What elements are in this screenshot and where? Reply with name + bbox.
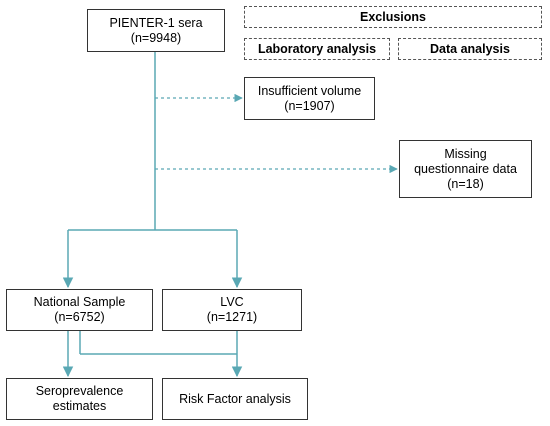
legend-exclusions: Exclusions bbox=[244, 6, 542, 28]
node-insufficient-line1: Insufficient volume bbox=[257, 83, 362, 98]
node-lvc: LVC (n=1271) bbox=[162, 289, 302, 331]
node-riskfactor-line1: Risk Factor analysis bbox=[179, 391, 291, 406]
legend-exclusions-label: Exclusions bbox=[360, 9, 426, 24]
node-missing-line3: (n=18) bbox=[447, 176, 484, 191]
node-pienter-line1: PIENTER-1 sera bbox=[109, 15, 203, 30]
node-missing-line1: Missing bbox=[444, 146, 487, 161]
node-lvc-line2: (n=1271) bbox=[206, 310, 258, 324]
legend-data-label: Data analysis bbox=[430, 41, 510, 56]
node-missing-line2: questionnaire data bbox=[414, 161, 517, 176]
node-national-line2: (n=6752) bbox=[54, 310, 105, 324]
node-risk-factor-analysis: Risk Factor analysis bbox=[162, 378, 308, 420]
legend-laboratory-analysis: Laboratory analysis bbox=[244, 38, 390, 60]
legend-data-analysis: Data analysis bbox=[398, 38, 542, 60]
node-seroprevalence-estimates: Seroprevalence estimates bbox=[6, 378, 153, 420]
legend-laboratory-label: Laboratory analysis bbox=[257, 41, 377, 56]
node-insufficient-volume: Insufficient volume (n=1907) bbox=[244, 77, 375, 120]
node-missing-questionnaire: Missing questionnaire data (n=18) bbox=[399, 140, 532, 198]
node-pienter-line2: (n=9948) bbox=[130, 30, 182, 45]
node-national-line1: National Sample bbox=[33, 295, 126, 309]
node-seroprevalence-line2: estimates bbox=[52, 399, 107, 413]
node-lvc-line1: LVC bbox=[220, 295, 244, 309]
node-seroprevalence-line1: Seroprevalence bbox=[35, 384, 124, 398]
node-pienter-sera: PIENTER-1 sera (n=9948) bbox=[87, 9, 225, 52]
node-national-sample: National Sample (n=6752) bbox=[6, 289, 153, 331]
node-insufficient-line2: (n=1907) bbox=[284, 98, 335, 113]
